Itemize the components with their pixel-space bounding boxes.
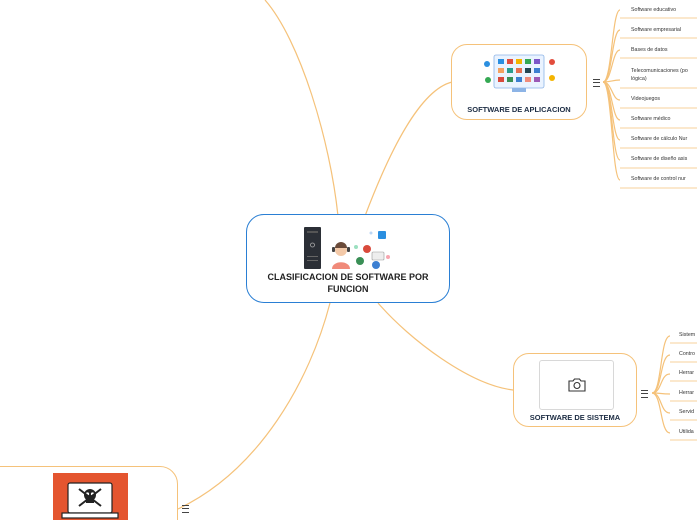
leaf-software-empresarial[interactable]: Software empresarial: [631, 27, 682, 33]
menu-icon[interactable]: [641, 390, 648, 398]
menu-icon[interactable]: [182, 505, 189, 513]
leaf-telecomunicaciones[interactable]: Telecomunicaciones (po: [631, 68, 688, 74]
leaf-sistema-2[interactable]: Contro: [679, 351, 695, 357]
leaf-sistema-6[interactable]: Utilida: [679, 429, 694, 435]
branch-title-software-sistema: SOFTWARE DE SISTEMA: [529, 413, 621, 422]
leaf-software-educativo[interactable]: Software educativo: [631, 7, 677, 13]
central-topic-node[interactable]: CLASIFICACION DE SOFTWARE POR FUNCION: [246, 214, 450, 303]
leaf-sistema-5[interactable]: Servid: [679, 409, 695, 415]
leaf-software-control[interactable]: Software de control nur: [631, 176, 686, 182]
leaf-videojuegos[interactable]: Videojuegos: [631, 96, 661, 102]
leaf-software-medico[interactable]: Software médico: [631, 116, 671, 122]
leaf-bases-de-datos[interactable]: Bases de datos: [631, 47, 668, 53]
leaf-sistema-1[interactable]: Sistem: [679, 332, 696, 338]
app-logos-cluster-icon: [354, 231, 390, 269]
image-placeholder: [539, 360, 614, 410]
central-topic-title: CLASIFICACION DE SOFTWARE POR FUNCION: [267, 272, 429, 294]
user-avatar-icon: [332, 242, 350, 269]
computer-user-illustration: [304, 227, 390, 269]
app-icons-image: [482, 50, 558, 96]
menu-icon[interactable]: [593, 79, 600, 87]
leaf-software-diseno[interactable]: Software de diseño asis: [631, 156, 688, 162]
skull-laptop-icon: [53, 473, 128, 520]
leaf-telecomunicaciones-line2[interactable]: lógica): [631, 76, 647, 82]
computer-tower-icon: [304, 227, 321, 269]
leaf-sistema-3[interactable]: Herrar: [679, 370, 695, 376]
branch-node-software-aplicacion[interactable]: SOFTWARE DE APLICACION: [451, 44, 587, 120]
camera-icon: [568, 378, 586, 392]
leaf-sistema-4[interactable]: Herrar: [679, 390, 695, 396]
branch-node-software-sistema[interactable]: SOFTWARE DE SISTEMA: [513, 353, 637, 427]
branch-node-malware[interactable]: [0, 466, 178, 520]
leaf-software-calculo[interactable]: Software de cálculo Nur: [631, 136, 688, 142]
branch-title-software-aplicacion: SOFTWARE DE APLICACION: [467, 105, 571, 114]
